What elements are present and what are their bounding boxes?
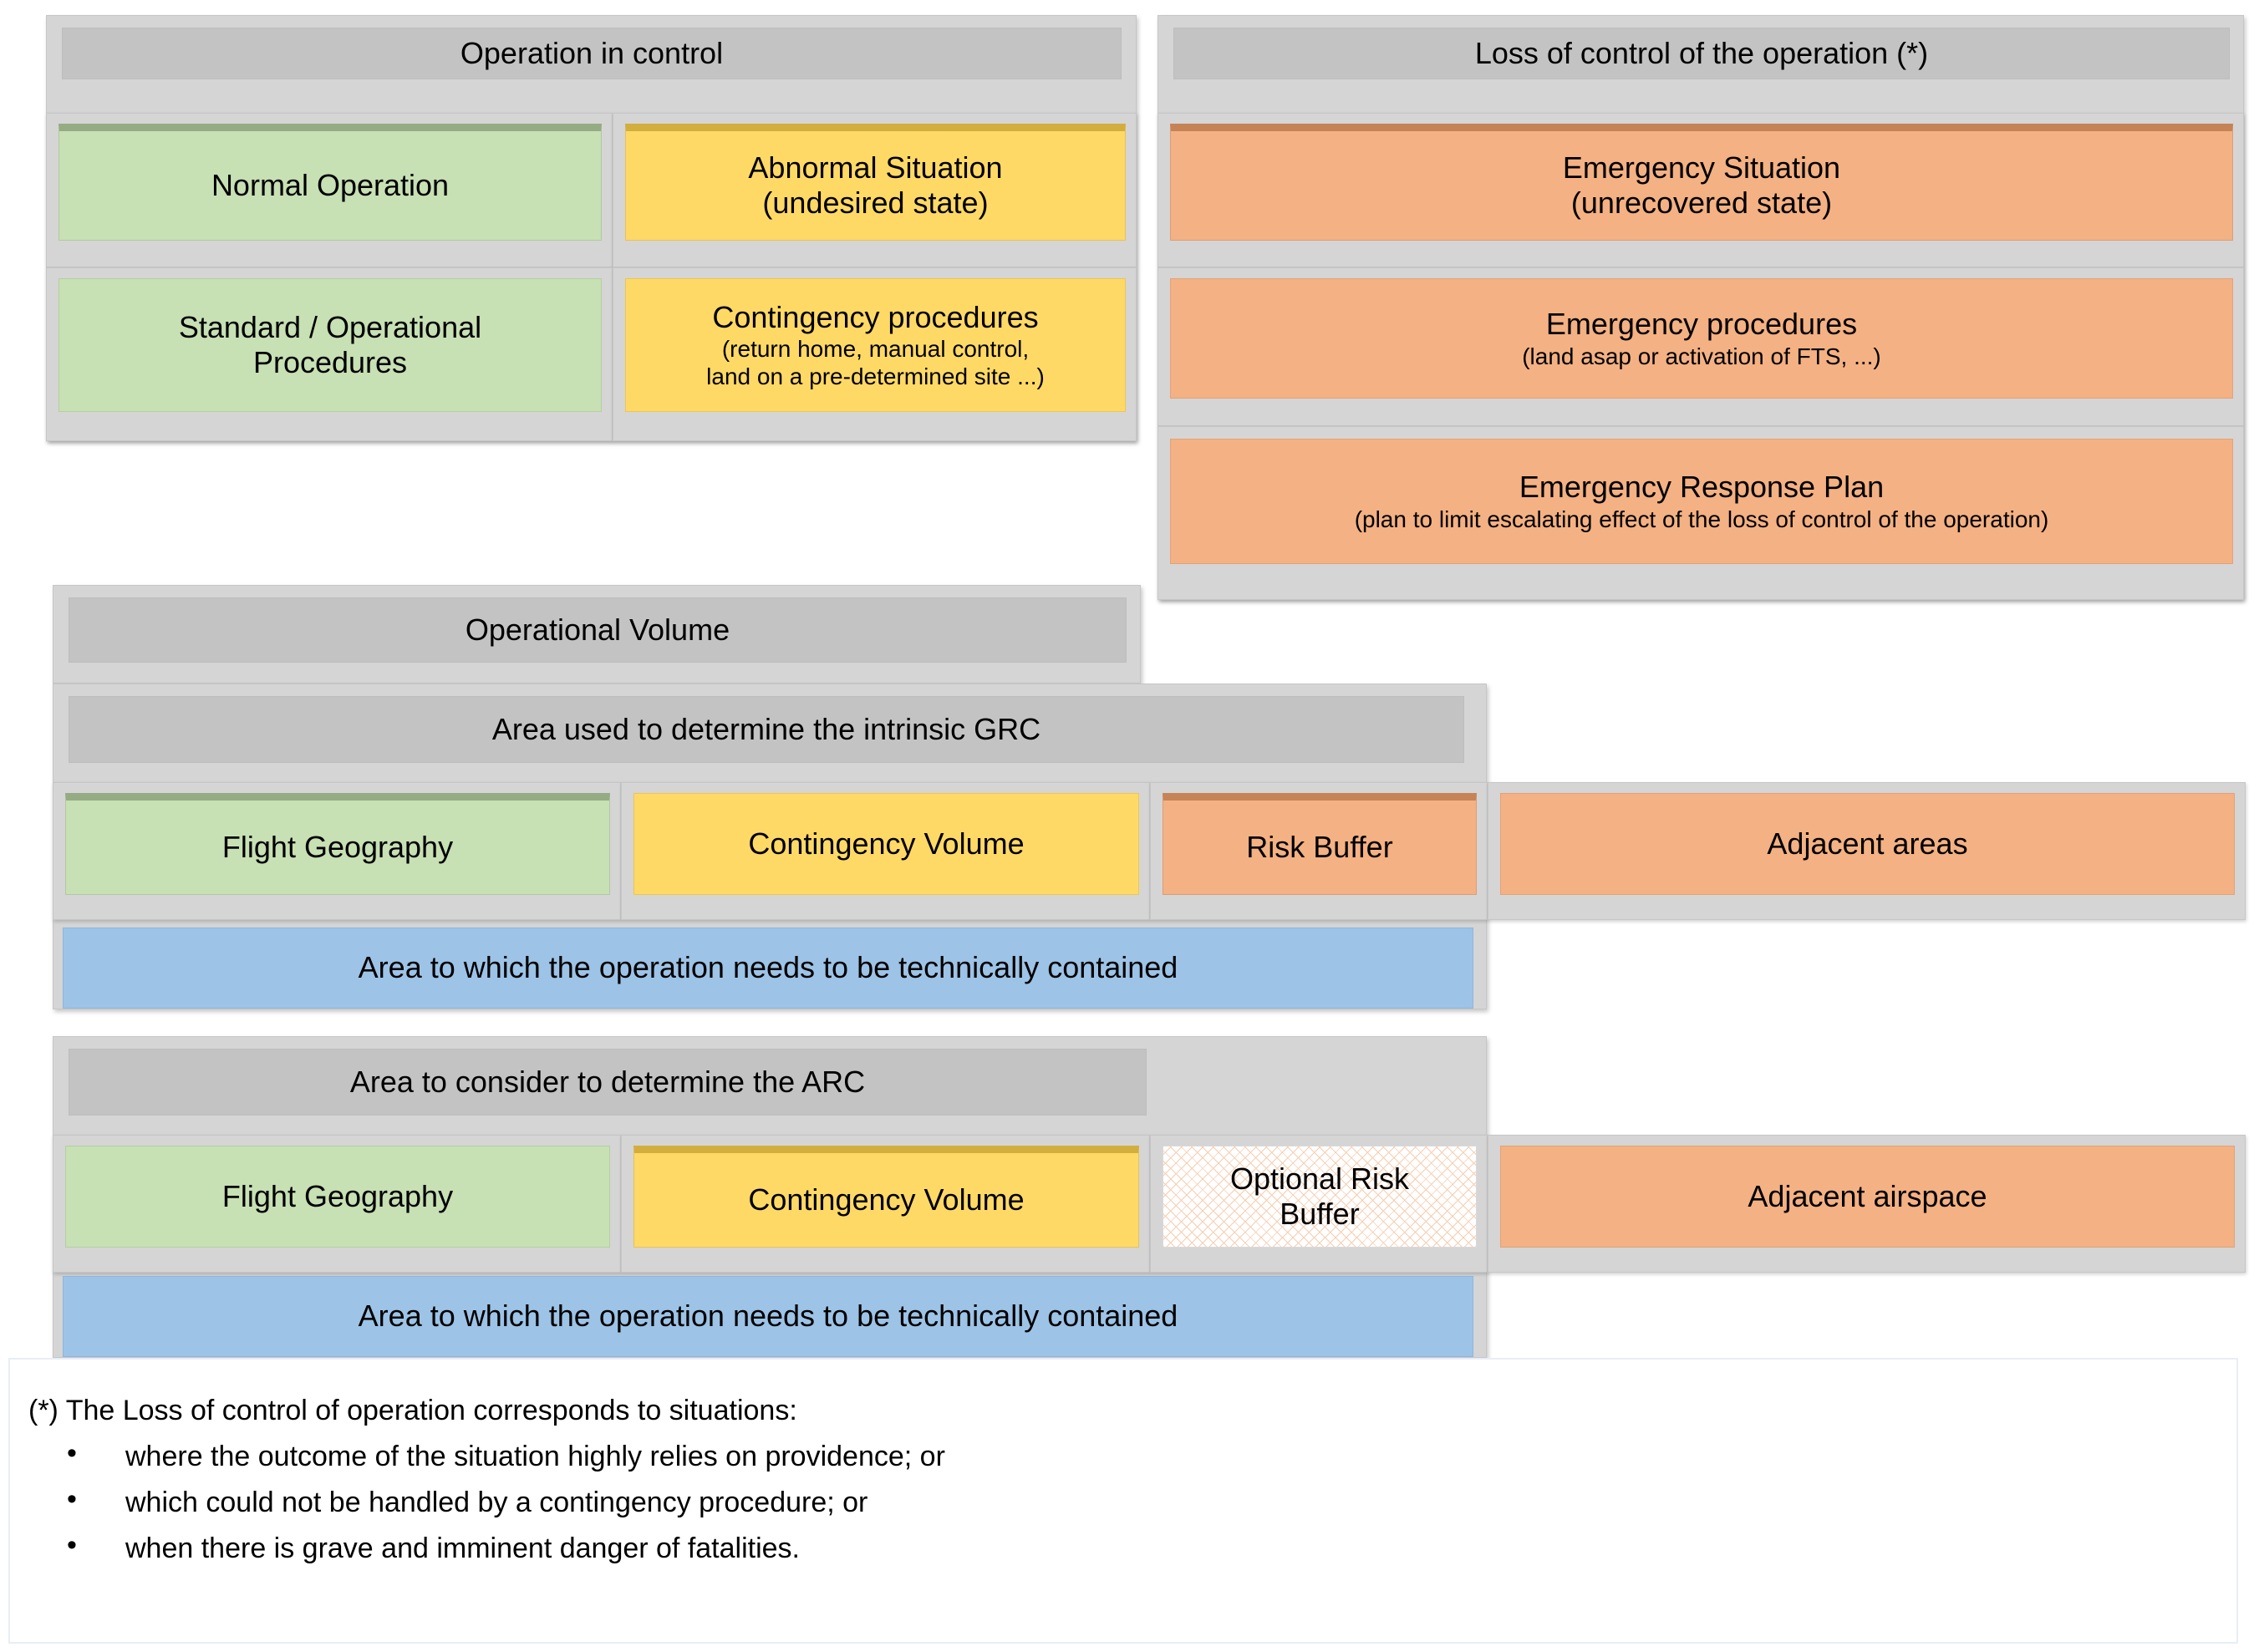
loss-of-control-header: Loss of control of the operation (*) (1173, 28, 2230, 79)
arc-flight-geography-box: Flight Geography (65, 1146, 610, 1248)
arc-contained-area-box: Area to which the operation needs to be … (63, 1276, 1473, 1357)
contingency-procedures-sub1: (return home, manual control, (721, 336, 1030, 363)
bullet-icon: • (67, 1529, 77, 1561)
abnormal-situation-subtitle: (undesired state) (762, 186, 989, 220)
arc-optional-risk-buffer-cell: Optional Risk Buffer (1150, 1135, 1488, 1273)
emergency-procedures-title: Emergency procedures (1545, 307, 1858, 342)
arc-contingency-volume-cell: Contingency Volume (621, 1135, 1150, 1273)
footnote-item-text: where the outcome of the situation highl… (125, 1441, 945, 1472)
bullet-icon: • (67, 1437, 77, 1469)
emergency-situation-box: Emergency Situation (unrecovered state) (1170, 124, 2233, 241)
footnote-panel: (*) The Loss of control of operation cor… (8, 1358, 2238, 1644)
footnote-item-text: when there is grave and imminent danger … (125, 1533, 801, 1564)
normal-operation-box: Normal Operation (59, 124, 602, 241)
emergency-situation-subtitle: (unrecovered state) (1570, 186, 1833, 220)
grc-adjacent-areas-cell: Adjacent areas (1488, 782, 2246, 920)
list-item: • which could not be handled by a contin… (67, 1483, 2236, 1519)
list-item: • when there is grave and imminent dange… (67, 1529, 2236, 1565)
grc-risk-buffer-box: Risk Buffer (1163, 793, 1477, 895)
erp-subtitle: (plan to limit escalating effect of the … (1354, 506, 2049, 532)
contingency-procedures-cell: Contingency procedures (return home, man… (613, 267, 1137, 441)
grc-contingency-volume-box: Contingency Volume (633, 793, 1139, 895)
emergency-response-plan-cell: Emergency Response Plan (plan to limit e… (1157, 426, 2244, 600)
footnote-lead: (*) The Loss of control of operation cor… (28, 1395, 797, 1426)
arc-optional-risk-buffer-box: Optional Risk Buffer (1163, 1146, 1477, 1248)
grc-contained-area-box: Area to which the operation needs to be … (63, 928, 1473, 1009)
footnote-item-text: which could not be handled by a continge… (125, 1487, 868, 1518)
grc-risk-buffer-cell: Risk Buffer (1150, 782, 1488, 920)
abnormal-situation-title: Abnormal Situation (748, 150, 1003, 185)
arc-header: Area to consider to determine the ARC (69, 1049, 1147, 1116)
grc-contingency-volume-cell: Contingency Volume (621, 782, 1150, 920)
grc-flight-geography-cell: Flight Geography (53, 782, 621, 920)
footnote-list: • where the outcome of the situation hig… (28, 1437, 2236, 1565)
list-item: • where the outcome of the situation hig… (67, 1437, 2236, 1473)
bullet-icon: • (67, 1483, 77, 1515)
emergency-response-plan-box: Emergency Response Plan (plan to limit e… (1170, 439, 2233, 564)
contingency-procedures-box: Contingency procedures (return home, man… (625, 278, 1126, 412)
standard-procedures-line2: Procedures (252, 345, 408, 379)
normal-operation-cell: Normal Operation (46, 113, 613, 267)
abnormal-situation-cell: Abnormal Situation (undesired state) (613, 113, 1137, 267)
arc-contingency-volume-box: Contingency Volume (633, 1146, 1139, 1248)
grc-flight-geography-box: Flight Geography (65, 793, 610, 895)
arc-adjacent-airspace-box: Adjacent airspace (1500, 1146, 2235, 1248)
erp-title: Emergency Response Plan (1519, 470, 1885, 505)
arc-flight-geography-cell: Flight Geography (53, 1135, 621, 1273)
operational-volume-header: Operational Volume (69, 597, 1127, 663)
optional-risk-buffer-line1: Optional Risk (1229, 1161, 1410, 1196)
emergency-procedures-subtitle: (land asap or activation of FTS, ...) (1522, 343, 1881, 369)
grc-header: Area used to determine the intrinsic GRC (69, 696, 1464, 763)
emergency-situation-cell: Emergency Situation (unrecovered state) (1157, 113, 2244, 267)
arc-adjacent-airspace-cell: Adjacent airspace (1488, 1135, 2246, 1273)
contingency-procedures-title: Contingency procedures (712, 299, 1039, 334)
emergency-procedures-box: Emergency procedures (land asap or activ… (1170, 278, 2233, 399)
standard-procedures-box: Standard / Operational Procedures (59, 278, 602, 412)
grc-adjacent-areas-box: Adjacent areas (1500, 793, 2235, 895)
emergency-situation-title: Emergency Situation (1562, 150, 1841, 185)
operation-in-control-header: Operation in control (62, 28, 1122, 79)
contingency-procedures-sub2: land on a pre-determined site ...) (706, 363, 1045, 390)
standard-procedures-cell: Standard / Operational Procedures (46, 267, 613, 441)
standard-procedures-line1: Standard / Operational (178, 309, 482, 344)
optional-risk-buffer-line2: Buffer (1280, 1197, 1360, 1231)
emergency-procedures-cell: Emergency procedures (land asap or activ… (1157, 267, 2244, 426)
operational-volume-group: Operational Volume (53, 585, 1141, 684)
abnormal-situation-box: Abnormal Situation (undesired state) (625, 124, 1126, 241)
